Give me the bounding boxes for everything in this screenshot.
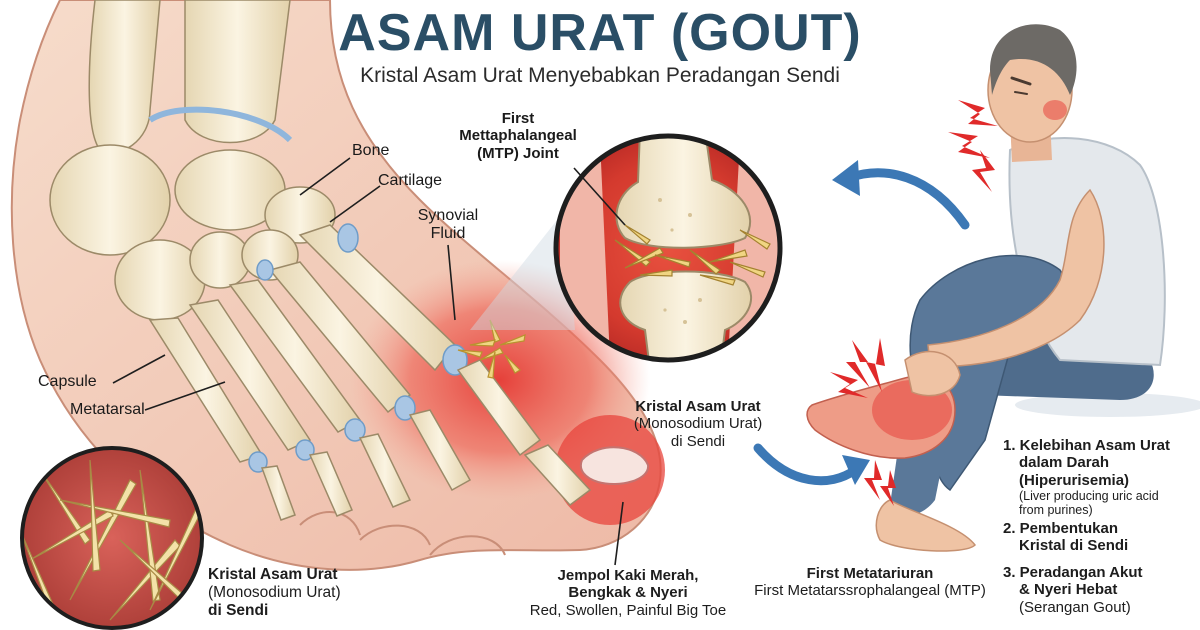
- mtp-line1: First: [501, 110, 535, 127]
- label-big-toe: Jempol Kaki Merah, Bengkak & Nyeri Red, …: [528, 567, 728, 619]
- man-in-pain: [806, 24, 1200, 552]
- label-synovial-line2: Fluid: [430, 225, 466, 243]
- mtp-line2: Mettaphalangeal: [459, 127, 577, 145]
- page-title: ASAM URAT (GOUT): [338, 4, 862, 62]
- foot-joint-crystals: [457, 319, 526, 379]
- crystal-closeup-circle: [20, 446, 204, 630]
- label-bone: Bone: [352, 142, 390, 159]
- pain-lightning-icon: [948, 100, 998, 192]
- toe-line2: Bengkak & Nyeri: [568, 584, 688, 602]
- crystal-bl-line1: Kristal Asam Urat: [208, 566, 338, 583]
- mtp-bottom-line1: First Metatariuran: [806, 565, 934, 582]
- crystal-center-line1: Kristal Asam Urat: [635, 398, 761, 415]
- page-subtitle: Kristal Asam Urat Menyebabkan Peradangan…: [360, 64, 840, 87]
- mtp-bottom-line2: First Metatarssrophalangeal (MTP): [754, 582, 986, 600]
- step-2: 2. Pembentukan Kristal di Sendi: [1003, 520, 1128, 555]
- label-synovial-fluid: Synovial Fluid: [410, 207, 486, 244]
- step-3-title1: 3. Peradangan Akut: [1003, 564, 1143, 581]
- crystal-bl-line3: di Sendi: [208, 601, 269, 619]
- step-1-note2: from purines): [1019, 503, 1093, 518]
- pain-lightning-icon: [830, 338, 896, 506]
- label-crystal-center: Kristal Asam Urat (Monosodium Urat) di S…: [618, 398, 778, 450]
- magnify-wedge: [470, 210, 575, 330]
- step-2-title1: 2. Pembentukan: [1003, 520, 1119, 537]
- step-2-title2: Kristal di Sendi: [1019, 537, 1129, 555]
- leader-lines: [112, 157, 626, 566]
- step-1: 1. Kelebihan Asam Urat dalam Darah (Hipe…: [1003, 437, 1170, 518]
- mtp-line3: (MTP) Joint: [477, 144, 559, 162]
- step-1-title2: dalam Darah: [1019, 454, 1110, 472]
- step-3-title2: & Nyeri Hebat: [1019, 581, 1118, 599]
- label-synovial-line1: Synovial: [417, 207, 479, 224]
- step-1-title1: 1. Kelebihan Asam Urat: [1003, 437, 1170, 454]
- label-crystal-bottom-left: Kristal Asam Urat (Monosodium Urat) di S…: [208, 566, 341, 619]
- toe-line1: Jempol Kaki Merah,: [557, 567, 699, 584]
- curved-arrow-icon: [843, 168, 970, 230]
- crystal-center-line3: di Sendi: [670, 432, 726, 450]
- step-1-note1: (Liver producing uric acid: [1019, 488, 1159, 503]
- label-mtp-bottom: First Metatariuran First Metatarssrophal…: [735, 565, 1005, 600]
- crystal-bl-line2: (Monosodium Urat): [208, 583, 341, 601]
- foot-bones: [49, 0, 592, 521]
- big-toe-nail: [579, 446, 650, 486]
- label-metatarsal: Metatarsal: [70, 401, 145, 418]
- crystal-center-line2: (Monosodium Urat): [633, 415, 763, 433]
- step-1-title3: (Hiperurisemia): [1019, 471, 1130, 489]
- step-3-note1: (Serangan Gout): [1019, 598, 1131, 616]
- label-capsule: Capsule: [38, 373, 97, 390]
- label-cartilage: Cartilage: [378, 172, 443, 189]
- step-3: 3. Peradangan Akut & Nyeri Hebat (Serang…: [1003, 564, 1142, 616]
- label-mtp-joint: First Mettaphalangeal (MTP) Joint: [448, 110, 588, 162]
- toe-line3: Red, Swollen, Painful Big Toe: [529, 601, 727, 619]
- curved-arrow-icon: [753, 443, 860, 486]
